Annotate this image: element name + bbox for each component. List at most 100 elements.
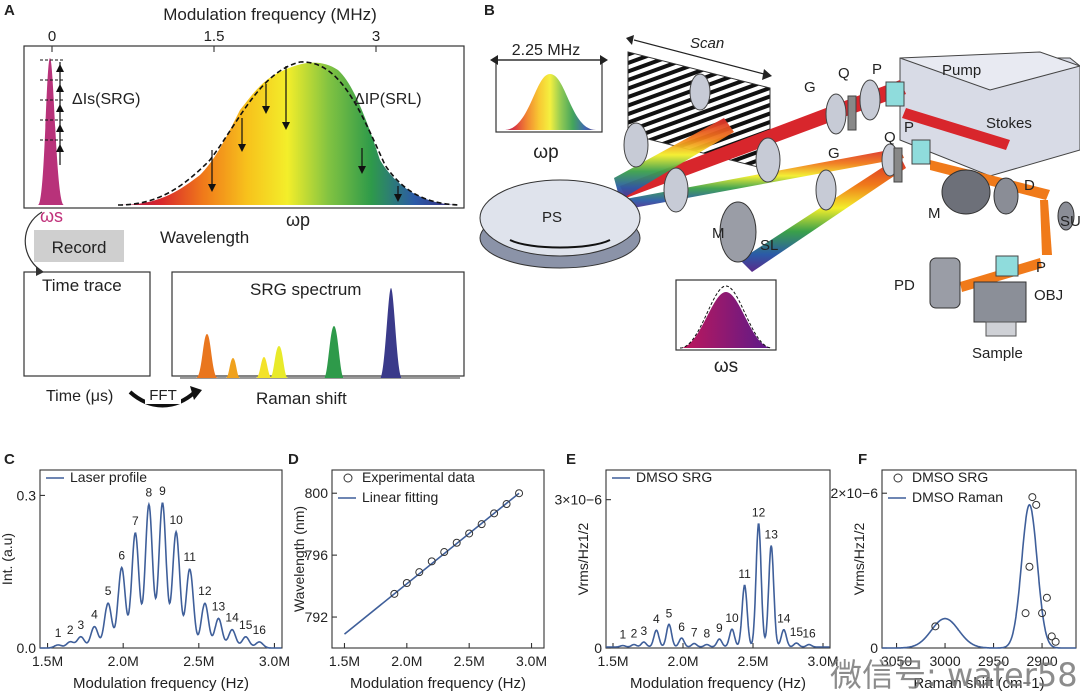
laser-box	[899, 57, 1080, 177]
time-trace-title: Time trace	[42, 276, 122, 295]
mirror-m	[941, 169, 991, 215]
label-pd: PD	[894, 277, 915, 294]
panel-label-e: E	[566, 451, 576, 468]
y-tick-label-c-0: 0.0	[17, 640, 37, 656]
data-point-d-3	[427, 557, 436, 566]
srg-point-f-8	[1051, 637, 1060, 646]
peak-label-c-6: 7	[132, 514, 139, 528]
label-sample: Sample	[972, 345, 1023, 362]
label-p3: P	[1036, 259, 1046, 276]
record-button-label: Record	[52, 238, 107, 257]
freq-box-label: 2.25 MHz	[512, 42, 580, 59]
legend-label-d-0: Experimental data	[362, 469, 475, 485]
y-axis-label-e: Vrms/Hz1/2	[575, 522, 591, 595]
raman-shift-label: Raman shift	[256, 389, 347, 408]
peak-label-c-12: 13	[212, 600, 226, 614]
label-g1: G	[804, 79, 816, 96]
spectrum-frame	[23, 45, 465, 209]
peak-label-c-7: 8	[146, 486, 153, 500]
peak-label-e-3: 4	[653, 612, 660, 626]
y-tick-label-c-1: 0.3	[17, 487, 37, 503]
peak-label-c-3: 4	[91, 608, 98, 622]
peak-label-e-7: 8	[703, 627, 710, 641]
mirror-sl	[719, 201, 757, 263]
srg-point-f-1	[1021, 609, 1030, 618]
data-point-d-7	[477, 520, 486, 529]
y-tick-label-d-0: 792	[305, 609, 329, 625]
legend-marker-d-0	[343, 473, 353, 483]
label-q2: Q	[884, 129, 896, 146]
peak-label-c-10: 11	[184, 550, 197, 564]
delta-ip-label: ΔIP(SRL)	[354, 91, 422, 108]
omega-p-b-label: ωp	[533, 142, 558, 163]
time-label: Time (μs)	[46, 388, 113, 405]
record-button[interactable]	[34, 230, 124, 262]
srg-point-f-4	[1032, 500, 1041, 509]
omega-s-label: ωs	[40, 206, 63, 226]
peak-label-e-2: 3	[640, 624, 647, 638]
srg-point-f-2	[1025, 562, 1034, 571]
pump-spectrum	[120, 62, 455, 205]
charts-area: C D E F Modulation frequency (Hz)Int. (a…	[0, 451, 1077, 692]
legend-label-d-1: Linear fitting	[362, 489, 438, 505]
label-obj: OBJ	[1034, 287, 1063, 304]
peak-label-e-6: 7	[691, 626, 698, 640]
peak-label-c-4: 5	[105, 584, 112, 598]
srg-spectrum-box	[171, 271, 465, 377]
label-sl: SL	[760, 237, 778, 254]
objective	[973, 281, 1027, 323]
peak-label-e-11: 12	[752, 505, 766, 519]
top-tick-2: 3	[372, 28, 380, 45]
top-tick-1: 1.5	[204, 28, 225, 45]
peak-label-e-0: 1	[619, 628, 626, 642]
stokes-peak	[38, 58, 64, 205]
panel-label-d: D	[288, 451, 299, 468]
y-tick-label-f-0: 0	[870, 640, 878, 656]
omega-s-b-label: ωs	[714, 356, 738, 377]
panel-a: A Modulation frequency (MHz) 0 1.5 3 ΔIs…	[4, 2, 465, 408]
peak-label-e-14: 15	[790, 625, 804, 639]
top-tick-0: 0	[48, 28, 56, 45]
scan-label: Scan	[690, 35, 724, 52]
x-tick-label-d-0: 1.5M	[329, 653, 360, 669]
panel-label-a: A	[4, 2, 15, 19]
panel-label-f: F	[858, 451, 867, 468]
peak-label-e-5: 6	[678, 620, 685, 634]
label-p2: P	[904, 119, 914, 136]
chart-frame-d	[331, 469, 545, 649]
y-axis-label-c: Int. (a.u)	[0, 533, 15, 585]
data-point-d-0	[390, 589, 399, 598]
peak-label-e-1: 2	[631, 627, 638, 641]
data-point-d-1	[402, 578, 411, 587]
data-point-d-5	[452, 538, 461, 547]
peak-label-c-9: 10	[169, 513, 183, 527]
label-p1: P	[872, 61, 882, 78]
peak-label-c-14: 15	[239, 618, 253, 632]
peak-label-e-8: 9	[716, 621, 723, 635]
peak-label-e-9: 10	[725, 611, 739, 625]
series-line-c	[40, 501, 282, 649]
y-tick-label-f-1: 2×10−6	[831, 485, 879, 501]
x-axis-label-d: Modulation frequency (Hz)	[350, 675, 526, 692]
data-point-d-4	[440, 548, 449, 557]
srg-point-f-0	[931, 622, 940, 631]
peak-label-c-2: 3	[77, 618, 84, 632]
x-tick-label-e-1: 2.0M	[667, 653, 698, 669]
peak-label-e-15: 16	[802, 627, 816, 641]
x-axis-label-c: Modulation frequency (Hz)	[73, 675, 249, 692]
peak-label-c-5: 6	[118, 549, 125, 563]
srg-point-f-3	[1028, 493, 1037, 502]
stokes-label: Stokes	[986, 115, 1032, 132]
y-tick-label-d-1: 796	[305, 547, 329, 563]
y-axis-label-f: Vrms/Hz1/2	[851, 522, 867, 595]
omega-p-label: ωp	[286, 210, 310, 230]
data-point-d-10	[515, 489, 524, 498]
peak-label-c-15: 16	[253, 623, 267, 637]
srg-point-f-6	[1042, 593, 1051, 602]
panel-b: B 2.25 MHz ωp Scan Pump Stokes	[479, 2, 1080, 377]
pump-label: Pump	[942, 62, 981, 79]
y-tick-label-e-1: 3×10−6	[555, 492, 603, 508]
x-tick-label-f-2: 2950	[978, 653, 1009, 669]
data-point-d-2	[415, 568, 424, 577]
x-tick-label-f-3: 2900	[1026, 653, 1057, 669]
